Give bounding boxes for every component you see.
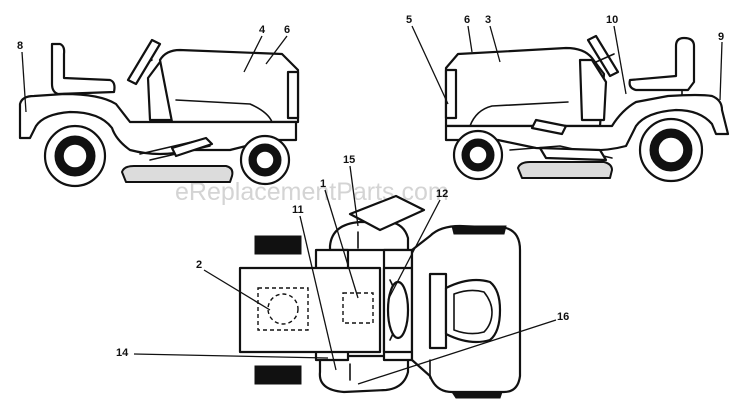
hood-left (158, 48, 300, 124)
callout-labels: 8 4 6 5 6 3 10 9 15 1 12 11 2 16 14 (17, 14, 724, 359)
callout-16: 16 (557, 311, 569, 323)
callout-8: 8 (17, 40, 23, 52)
body-left (18, 92, 298, 156)
steering-wheel-left (126, 38, 162, 86)
callout-2: 2 (196, 259, 202, 271)
callout-3: 3 (485, 14, 491, 26)
callout-5: 5 (406, 14, 412, 26)
callout-9: 9 (718, 31, 724, 43)
dash-right (578, 58, 608, 122)
callout-1: 1 (320, 178, 326, 190)
decal-area-1 (342, 292, 374, 324)
callout-12: 12 (436, 188, 448, 200)
seat-right (628, 36, 696, 92)
callout-10: 10 (606, 14, 618, 26)
front-tire-top-lower (451, 391, 503, 399)
fender-lower (318, 354, 410, 394)
steering-wheel-top (386, 280, 410, 340)
mower-deck-left (121, 165, 234, 183)
callout-15: 15 (343, 154, 355, 166)
rear-deck-top (238, 266, 382, 354)
body-right (444, 93, 730, 152)
callout-11: 11 (292, 204, 304, 216)
steering-wheel-right (586, 34, 620, 78)
mower-deck-right (517, 161, 613, 179)
callout-6-right: 6 (464, 14, 470, 26)
seat-left (50, 42, 116, 96)
decal-area-2 (257, 287, 309, 331)
tractor-top-view (238, 194, 522, 399)
seat-back-top (348, 194, 426, 232)
tractor-right-side-view (444, 34, 730, 183)
rear-tire-top-upper (254, 235, 302, 255)
rear-tire-top-lower (254, 365, 302, 385)
leader-lines (21, 25, 723, 385)
tractor-left-side-view (18, 38, 300, 188)
callout-4: 4 (259, 24, 266, 36)
front-tire-top-upper (451, 225, 507, 235)
callout-14: 14 (116, 347, 129, 359)
callout-6-left: 6 (284, 24, 290, 36)
